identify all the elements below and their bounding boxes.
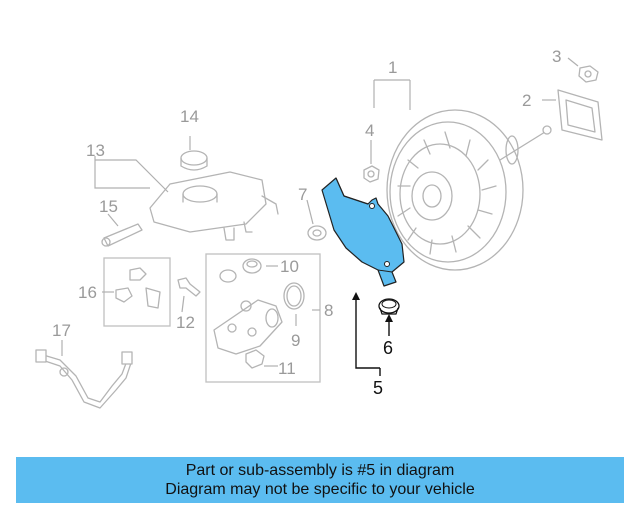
seal-10 — [219, 258, 262, 283]
callout-2: 2 — [522, 91, 531, 110]
grommet-6 — [378, 298, 400, 315]
booster-gasket — [557, 89, 603, 141]
callout-14: 14 — [180, 107, 199, 126]
sensor-parts-16 — [115, 267, 161, 309]
callout-4: 4 — [365, 121, 374, 140]
brake-booster — [386, 109, 552, 271]
main-leader-lines — [352, 292, 393, 376]
callout-15: 15 — [99, 197, 118, 216]
reservoir-cap — [180, 150, 208, 171]
callout-9: 9 — [291, 331, 300, 350]
o-ring-9 — [283, 282, 305, 310]
callout-10: 10 — [280, 257, 299, 276]
banner-line-2: Diagram may not be specific to your vehi… — [165, 481, 475, 498]
callout-16: 16 — [78, 283, 97, 302]
callout-3: 3 — [552, 47, 561, 66]
sensor-harness-17 — [35, 349, 133, 409]
nut-11 — [245, 349, 265, 369]
pin-15 — [101, 223, 143, 247]
seal-7 — [307, 225, 327, 241]
banner-line-1: Part or sub-assembly is #5 in diagram — [185, 462, 455, 479]
callout-1: 1 — [388, 58, 397, 77]
callout-12: 12 — [176, 313, 195, 332]
master-cylinder-box — [205, 253, 321, 383]
part-info-banner: Part or sub-assembly is #5 in diagram Di… — [16, 457, 624, 503]
callout-11: 11 — [278, 359, 296, 378]
booster-nut — [578, 65, 599, 83]
leader-lines — [61, 57, 579, 367]
callout-6: 6 — [383, 338, 393, 358]
callout-13: 13 — [86, 141, 105, 160]
callout-17: 17 — [52, 321, 71, 340]
callout-5: 5 — [373, 378, 383, 398]
brake-fluid-reservoir — [149, 171, 279, 241]
bolt-12 — [177, 277, 201, 297]
master-cylinder — [213, 299, 283, 355]
nut-4 — [363, 165, 380, 183]
heat-shield-part-5 — [321, 177, 405, 287]
callout-7: 7 — [298, 185, 307, 204]
callout-8: 8 — [324, 301, 333, 320]
